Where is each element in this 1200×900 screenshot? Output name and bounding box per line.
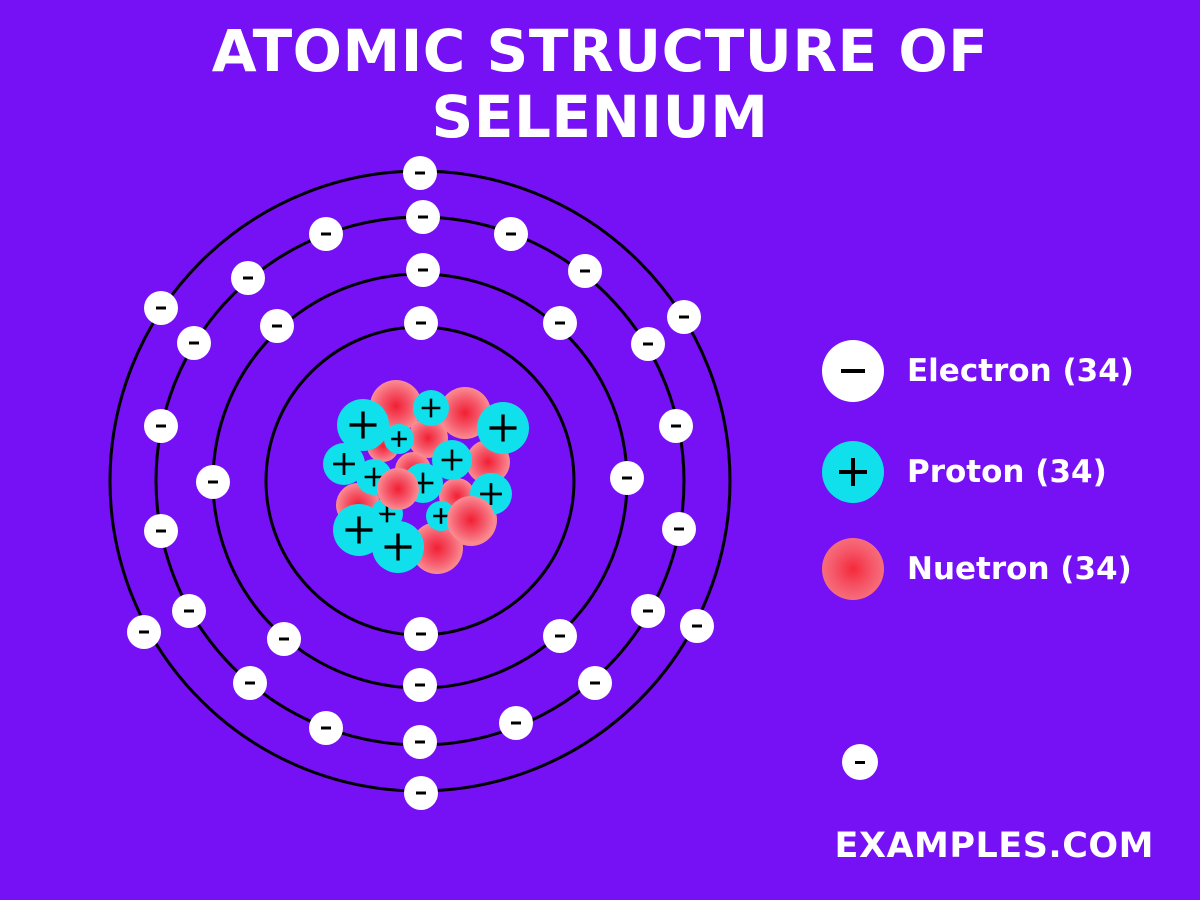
proton <box>323 443 365 485</box>
neutron <box>411 522 463 574</box>
brand-watermark: EXAMPLES.COM <box>834 826 1154 866</box>
title-line-2: SELENIUM <box>431 83 769 151</box>
electron <box>406 253 440 287</box>
proton <box>384 424 414 454</box>
electron <box>403 725 437 759</box>
electron <box>610 461 644 495</box>
electron <box>568 254 602 288</box>
proton <box>432 440 472 480</box>
proton <box>333 504 385 556</box>
neutron-sphere-icon <box>822 538 884 600</box>
stray-electron-icon <box>842 744 878 780</box>
electron <box>406 200 440 234</box>
electron <box>499 706 533 740</box>
minus-icon <box>822 340 884 402</box>
diagram-title: ATOMIC STRUCTURE OF SELENIUM <box>0 18 1200 150</box>
proton <box>337 399 389 451</box>
electron <box>144 409 178 443</box>
electron <box>659 409 693 443</box>
electron <box>267 622 301 656</box>
electron <box>172 594 206 628</box>
nucleus <box>323 380 529 574</box>
electron <box>309 711 343 745</box>
electron <box>404 776 438 810</box>
electron <box>680 609 714 643</box>
legend-proton: Proton (34) <box>822 440 1182 504</box>
legend-neutron: Nuetron (34) <box>822 537 1182 601</box>
legend-electron-label: Electron (34) <box>907 353 1134 389</box>
legend-neutron-label: Nuetron (34) <box>907 551 1132 587</box>
electron <box>578 666 612 700</box>
legend-proton-label: Proton (34) <box>907 454 1107 490</box>
proton <box>413 390 449 426</box>
electron <box>403 156 437 190</box>
electron <box>177 326 211 360</box>
electron <box>662 512 696 546</box>
plus-icon <box>822 441 884 503</box>
electron <box>231 261 265 295</box>
electron <box>494 217 528 251</box>
title-line-1: ATOMIC STRUCTURE OF <box>211 17 989 85</box>
electron <box>127 615 161 649</box>
electron <box>233 666 267 700</box>
neutron <box>447 496 495 544</box>
electron <box>144 514 178 548</box>
electron <box>667 300 701 334</box>
proton <box>372 521 424 573</box>
electron <box>543 306 577 340</box>
electron <box>404 617 438 651</box>
electron <box>196 465 230 499</box>
neutron <box>377 468 419 510</box>
legend-electron: Electron (34) <box>822 339 1182 403</box>
electron <box>631 327 665 361</box>
electron <box>543 619 577 653</box>
electron <box>631 594 665 628</box>
electron <box>260 309 294 343</box>
electron <box>404 306 438 340</box>
proton <box>477 402 529 454</box>
electron <box>403 668 437 702</box>
electron <box>144 291 178 325</box>
electrons <box>127 156 714 810</box>
electron <box>309 217 343 251</box>
